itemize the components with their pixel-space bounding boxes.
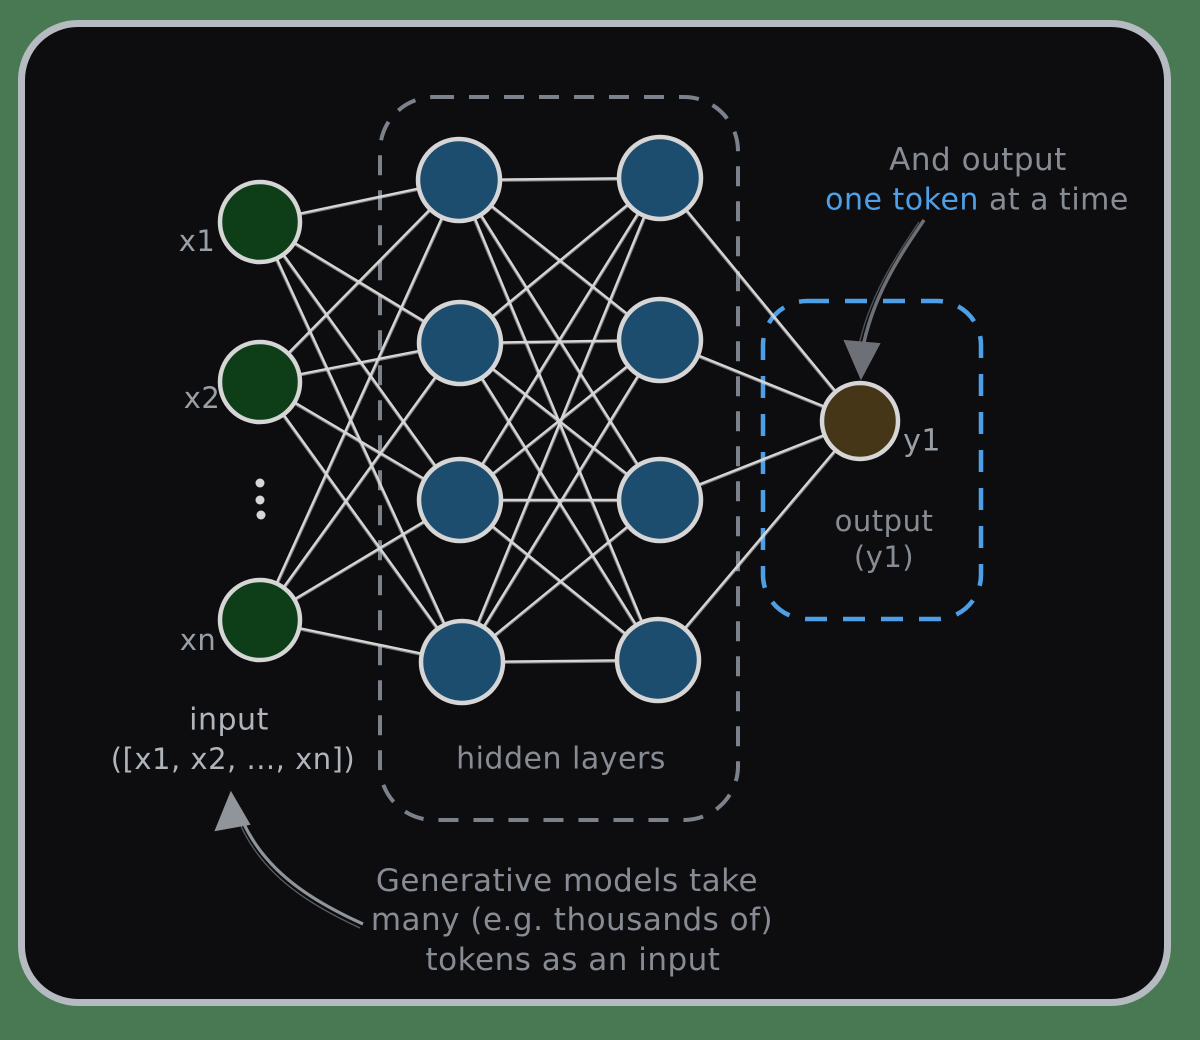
edge	[460, 339, 662, 663]
edge	[657, 420, 861, 661]
edge	[260, 343, 462, 622]
hidden-layers-box	[378, 95, 740, 822]
edge	[261, 180, 462, 621]
arrow-to-output-node-icon	[843, 219, 926, 381]
edge	[460, 177, 662, 663]
edge	[659, 177, 861, 422]
edge	[658, 178, 860, 423]
input-node-2	[217, 339, 303, 425]
edge	[458, 343, 658, 662]
hidden-node-b3	[616, 456, 704, 544]
input-caption-detail: ([x1, x2, ..., xn])	[110, 742, 356, 776]
hidden-node-b1	[616, 134, 704, 222]
annotation-highlight-one-token: one token	[825, 182, 979, 218]
input-node-label-x1: x1	[178, 224, 216, 258]
ellipsis-dots	[255, 478, 266, 520]
network-nodes	[217, 134, 901, 706]
edge	[463, 178, 663, 663]
note-line2: many (e.g. thousands of)	[370, 902, 774, 938]
annotation-output-line1: And output	[889, 142, 1067, 178]
edge	[462, 340, 662, 664]
output-caption-title: output	[834, 504, 934, 538]
edge	[658, 421, 862, 662]
edge	[259, 179, 460, 383]
edge	[258, 179, 461, 621]
hidden-node-a4	[418, 618, 506, 706]
hidden-node-a2	[416, 299, 504, 387]
hidden-node-b2	[616, 296, 704, 384]
arrow-to-input-caption-icon	[214, 790, 364, 929]
input-node-3	[217, 577, 303, 663]
edge	[259, 381, 463, 663]
note-line3: tokens as an input	[425, 942, 721, 978]
output-node-y1	[819, 380, 901, 462]
edge	[259, 221, 461, 501]
output-node-label-y1: y1	[903, 423, 941, 459]
annotation-output-line2-rest: at a time	[978, 182, 1129, 218]
hidden-layers-caption: hidden layers	[456, 741, 666, 777]
input-node-label-xn: xn	[179, 623, 217, 657]
network-edges	[257, 176, 862, 665]
input-node-1	[217, 179, 303, 265]
whiteboard-card	[18, 20, 1171, 1006]
hidden-node-a1	[415, 136, 503, 224]
edge	[460, 178, 662, 502]
edge	[458, 177, 662, 501]
output-caption-detail: (y1)	[853, 540, 915, 574]
input-caption-title: input	[189, 702, 269, 738]
edge	[260, 180, 461, 384]
hidden-node-a3	[416, 456, 504, 544]
input-node-label-x2: x2	[183, 381, 221, 415]
hidden-node-b4	[614, 616, 702, 704]
note-line1: Generative models take	[375, 863, 759, 899]
edge	[259, 342, 461, 621]
annotation-output-line2: one token at a time	[825, 183, 1129, 218]
edge	[258, 382, 462, 664]
